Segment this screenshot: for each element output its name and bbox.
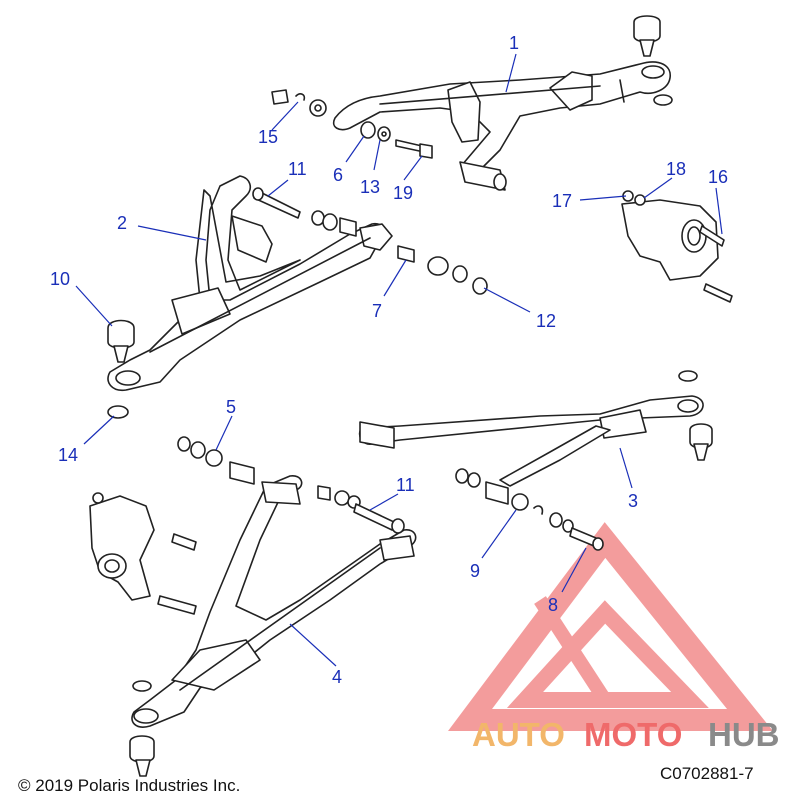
hardware-6-13-19 xyxy=(360,121,433,159)
callout-15: 15 xyxy=(258,127,279,147)
callout-17: 17 xyxy=(552,191,573,211)
leader-lines xyxy=(75,53,723,667)
circlip-right xyxy=(678,370,698,382)
watermark-auto: AUTO xyxy=(472,716,565,753)
callout-11-lower: 11 xyxy=(396,475,415,495)
callout-10: 10 xyxy=(50,269,71,289)
circlip-top xyxy=(653,94,673,106)
bushings-7-12 xyxy=(311,210,488,295)
part-16-spindle xyxy=(621,190,733,303)
part-10-ball-joint xyxy=(107,319,135,363)
part-4-a-arm xyxy=(131,475,417,728)
circlip-left xyxy=(132,680,152,692)
hardware-8-9 xyxy=(455,468,604,551)
watermark-hub: HUB xyxy=(708,716,780,753)
callout-14: 14 xyxy=(58,445,79,465)
watermark-logo xyxy=(448,522,773,731)
callout-1: 1 xyxy=(509,33,520,53)
callout-18: 18 xyxy=(666,159,687,179)
part-14-circlip xyxy=(107,405,129,419)
callout-7: 7 xyxy=(372,301,383,321)
callout-2: 2 xyxy=(117,213,128,233)
ball-joint-right xyxy=(689,423,713,461)
callout-11-upper: 11 xyxy=(288,159,307,179)
copyright-text: © 2019 Polaris Industries Inc. xyxy=(18,776,241,795)
callout-9: 9 xyxy=(470,561,481,581)
ball-joint-bottom xyxy=(129,735,155,777)
callout-5: 5 xyxy=(226,397,237,417)
part-2-a-arm xyxy=(107,175,393,392)
callout-16: 16 xyxy=(708,167,729,187)
hardware-15-group xyxy=(271,89,327,117)
callout-13: 13 xyxy=(360,177,381,197)
diagram-code: C0702881-7 xyxy=(660,764,754,783)
callout-4: 4 xyxy=(332,667,343,687)
ball-joint-top xyxy=(633,15,661,57)
callout-12: 12 xyxy=(536,311,557,331)
part-1-upper-a-arm xyxy=(332,61,671,191)
bolt-11-lower xyxy=(317,485,405,534)
part-3-a-arm xyxy=(358,395,704,487)
left-spindle xyxy=(89,492,197,615)
callout-19: 19 xyxy=(393,183,414,203)
callout-8: 8 xyxy=(548,595,559,615)
callout-3: 3 xyxy=(628,491,639,511)
watermark-moto: MOTO xyxy=(584,716,683,753)
callout-6: 6 xyxy=(333,165,344,185)
part-5-bushings xyxy=(177,436,255,485)
